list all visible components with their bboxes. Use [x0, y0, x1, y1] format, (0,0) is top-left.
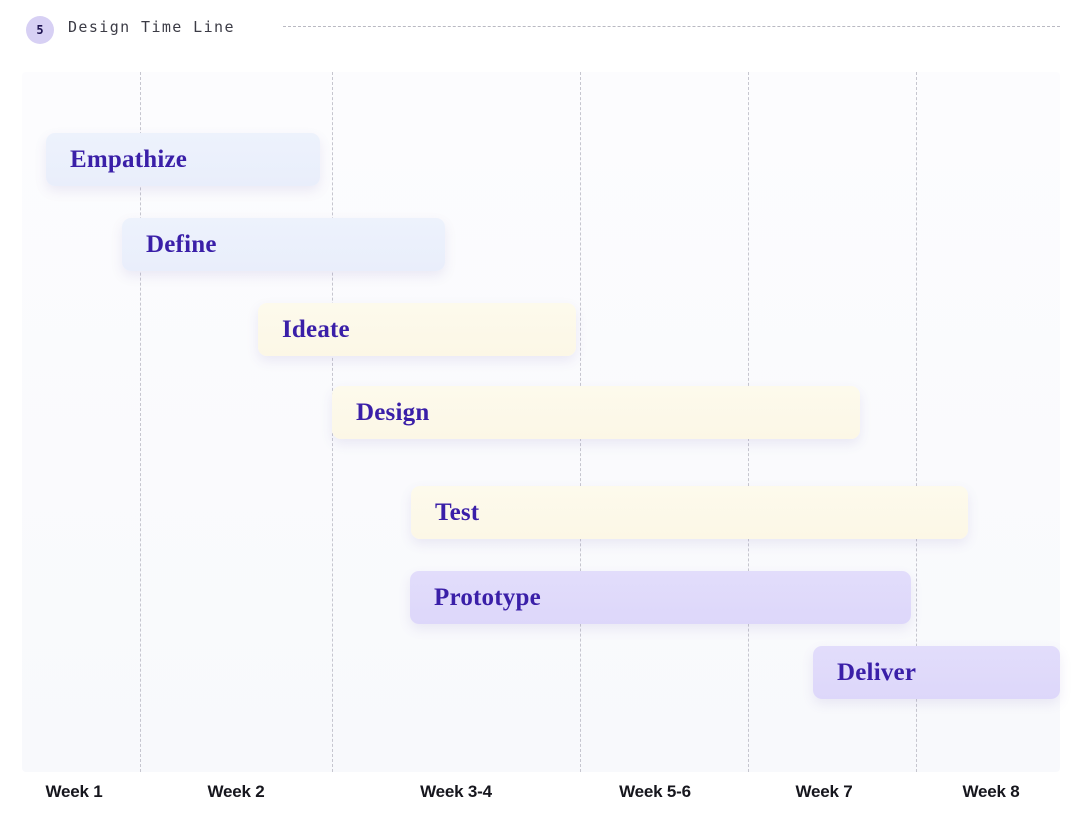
slide-number-badge: 5 — [26, 16, 54, 44]
gantt-bar-label: Design — [356, 398, 430, 426]
gantt-bar-ideate[interactable]: Ideate — [258, 303, 576, 356]
axis-tick-label-6: Week 8 — [962, 782, 1020, 801]
gantt-bar-label: Prototype — [434, 583, 541, 611]
slide-header: 5 Design Time Line — [0, 0, 1080, 56]
header-divider — [283, 26, 1060, 27]
gantt-bar-label: Ideate — [282, 315, 350, 343]
gantt-bar-prototype[interactable]: Prototype — [410, 571, 911, 624]
axis-tick-label-5: Week 7 — [795, 782, 853, 801]
gantt-bar-define[interactable]: Define — [122, 218, 445, 271]
axis-tick-label-4: Week 5-6 — [619, 782, 691, 801]
axis-tick-label-2: Week 2 — [207, 782, 265, 801]
gantt-bar-label: Define — [146, 230, 217, 258]
axis-tick-label-3: Week 3-4 — [420, 782, 492, 801]
gantt-bar-test[interactable]: Test — [411, 486, 968, 539]
gantt-bar-deliver[interactable]: Deliver — [813, 646, 1060, 699]
timeline-axis: Week 1 Week 2 Week 3-4 Week 5-6 Week 7 Week 8 — [0, 772, 1080, 828]
gantt-bar-label: Deliver — [837, 658, 917, 686]
axis-tick-label-1: Week 1 — [45, 782, 103, 801]
gantt-bar-label: Empathize — [70, 145, 188, 173]
gantt-bar-design[interactable]: Design — [332, 386, 860, 439]
page-title: Design Time Line — [68, 18, 235, 36]
gantt-bar-empathize[interactable]: Empathize — [46, 133, 320, 186]
gantt-bar-label: Test — [435, 498, 480, 526]
